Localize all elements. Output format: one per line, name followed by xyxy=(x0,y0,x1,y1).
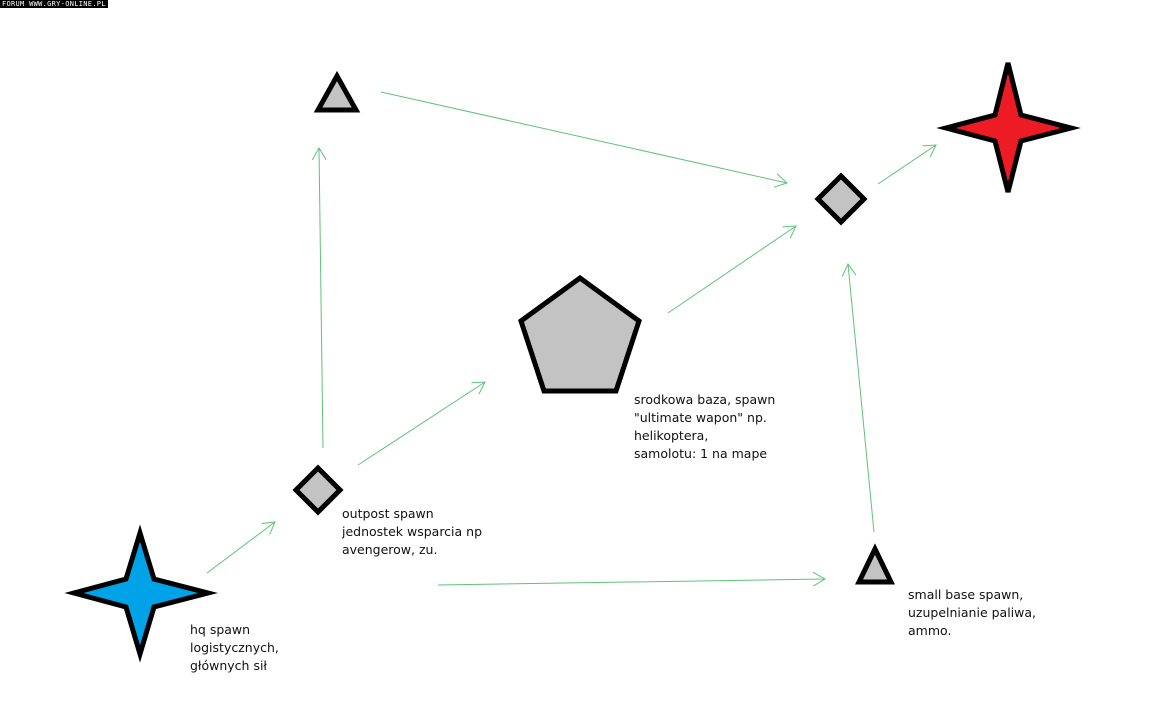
arrow-outpost-to-central-base xyxy=(357,382,485,466)
arrow-small-base-to-right-diamond xyxy=(848,264,875,533)
small-base-label-line: ammo. xyxy=(908,623,952,638)
arrow-right-diamond-to-enemy xyxy=(877,145,936,185)
arrow-outpost-to-small-base xyxy=(437,579,825,585)
hq-label-line: głównych sił xyxy=(190,658,267,673)
hq-label: hq spawn logistycznych, głównych sił xyxy=(190,621,279,675)
arrow-central-base-to-right-diamond xyxy=(667,226,796,314)
central-base-label-line: helikoptera, xyxy=(634,428,709,443)
right-diamond-icon xyxy=(814,172,868,226)
hq-label-line: logistycznych, xyxy=(190,640,279,655)
top-triangle-icon xyxy=(313,70,361,113)
outpost-label-line: outpost spawn xyxy=(342,506,434,521)
outpost-label: outpost spawn jednostek wsparcia np avenge… xyxy=(342,505,482,559)
small-base-label: small base spawn, uzupelnianie paliwa, amm… xyxy=(908,586,1036,640)
hq-star-icon xyxy=(64,524,218,663)
outpost-label-line: jednostek wsparcia np xyxy=(342,524,483,539)
small-base-label-line: small base spawn, xyxy=(908,587,1024,602)
arrow-hq-to-outpost xyxy=(206,522,275,574)
central-base-pentagon-icon xyxy=(518,274,642,394)
hq-label-line: hq spawn xyxy=(190,622,251,637)
central-base-label-line: srodkowa baza, spawn xyxy=(634,392,776,407)
arrow-top-triangle-to-right-diamond xyxy=(380,91,787,183)
central-base-label-line: "ultimate wapon" np. xyxy=(634,410,767,425)
small-base-triangle-icon xyxy=(855,543,895,585)
enemy-star-icon xyxy=(936,62,1081,193)
watermark: FORUM WWW.GRY-ONLINE.PL xyxy=(0,0,108,8)
central-base-label: srodkowa baza, spawn "ultimate wapon" np.… xyxy=(634,391,775,463)
arrow-outpost-to-top-triangle xyxy=(319,148,323,449)
small-base-label-line: uzupelnianie paliwa, xyxy=(908,605,1037,620)
central-base-label-line: samolotu: 1 na mape xyxy=(634,446,768,461)
outpost-diamond-icon xyxy=(292,464,344,516)
outpost-label-line: avengerow, zu. xyxy=(342,542,438,557)
